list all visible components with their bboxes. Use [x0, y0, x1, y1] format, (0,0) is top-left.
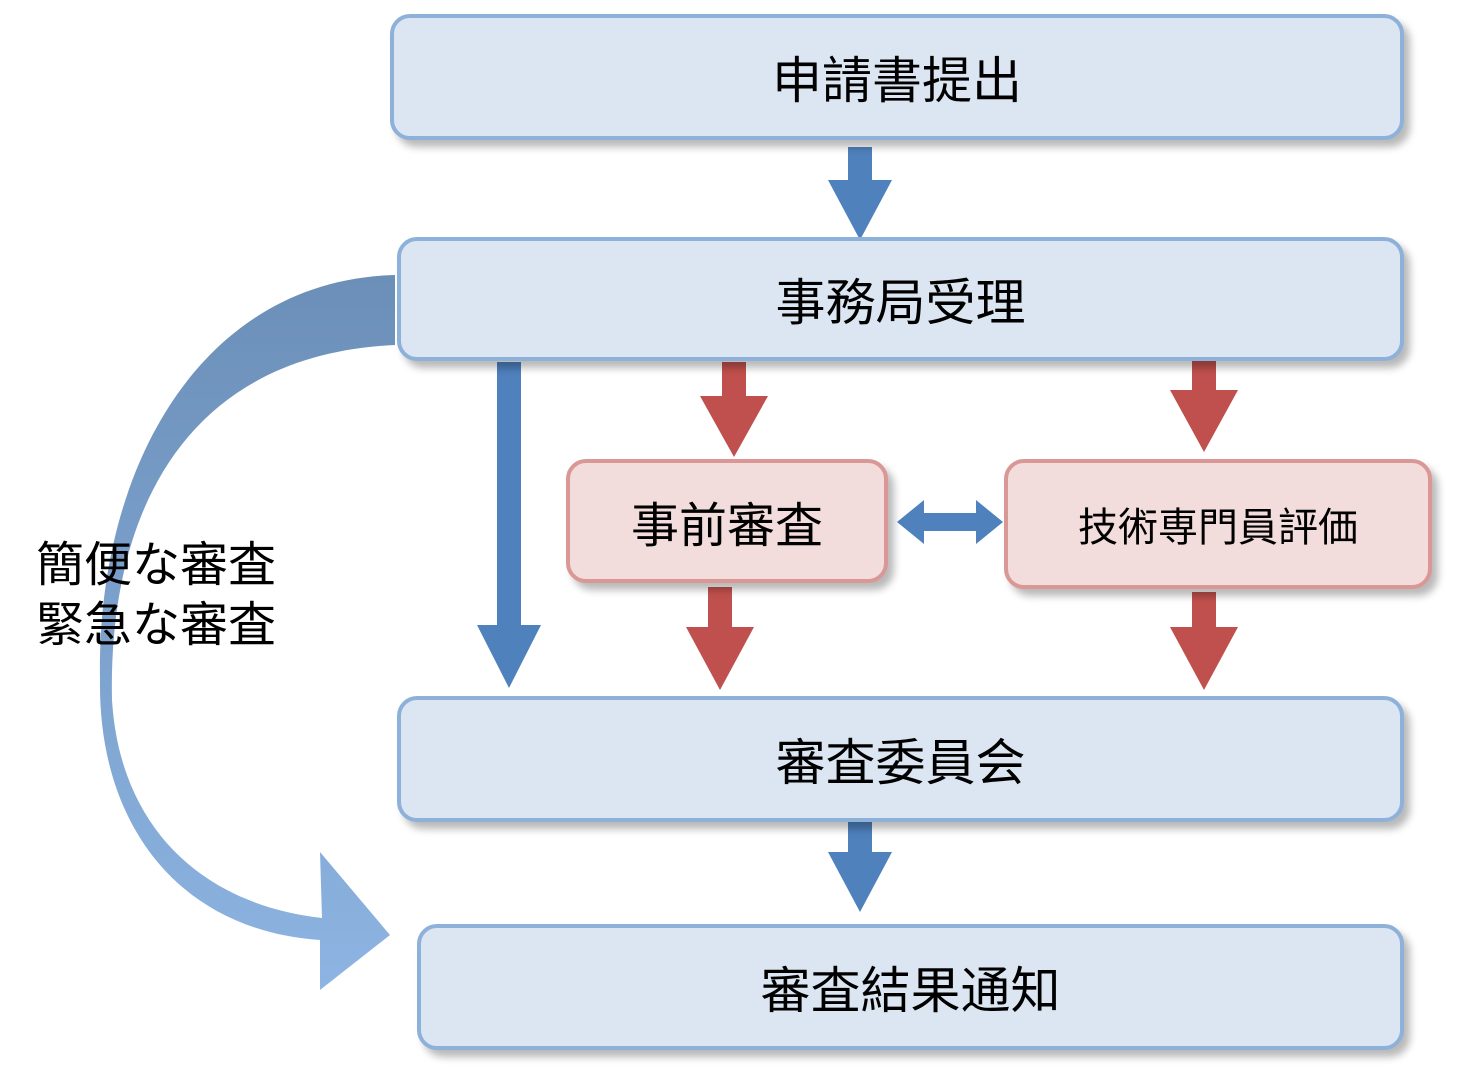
bypass-label-line2: 緊急な審査 — [36, 597, 277, 653]
step-expert-evaluation-label: 技術専門員評価 — [1078, 505, 1358, 551]
step-committee: 審査委員会 — [397, 696, 1404, 822]
arrow-reception-to-prereview — [700, 362, 768, 457]
arrow-prereview-to-committee — [686, 587, 754, 690]
arrow-prereview-experteval-bidirectional — [897, 500, 1003, 544]
bypass-label: 簡便な審査 緊急な審査 — [36, 535, 276, 655]
bypass-curved-arrow — [99, 275, 395, 990]
arrow-committee-to-notify — [828, 822, 892, 912]
step-pre-review: 事前審査 — [566, 459, 888, 583]
step-submit: 申請書提出 — [390, 14, 1404, 140]
step-submit-label: 申請書提出 — [772, 52, 1022, 110]
arrow-submit-to-reception — [828, 147, 892, 240]
arrow-reception-to-experteval — [1170, 355, 1238, 452]
step-committee-label: 審査委員会 — [775, 734, 1026, 792]
step-notify: 審査結果通知 — [417, 924, 1404, 1050]
step-reception: 事務局受理 — [397, 237, 1404, 361]
step-notify-label: 審査結果通知 — [760, 962, 1061, 1020]
step-pre-review-label: 事前審査 — [630, 498, 823, 554]
step-expert-evaluation: 技術専門員評価 — [1004, 459, 1432, 589]
arrow-reception-to-committee — [477, 362, 541, 688]
step-reception-label: 事務局受理 — [775, 274, 1026, 332]
bypass-label-line1: 簡便な審査 — [36, 537, 277, 593]
arrow-experteval-to-committee — [1170, 592, 1238, 690]
